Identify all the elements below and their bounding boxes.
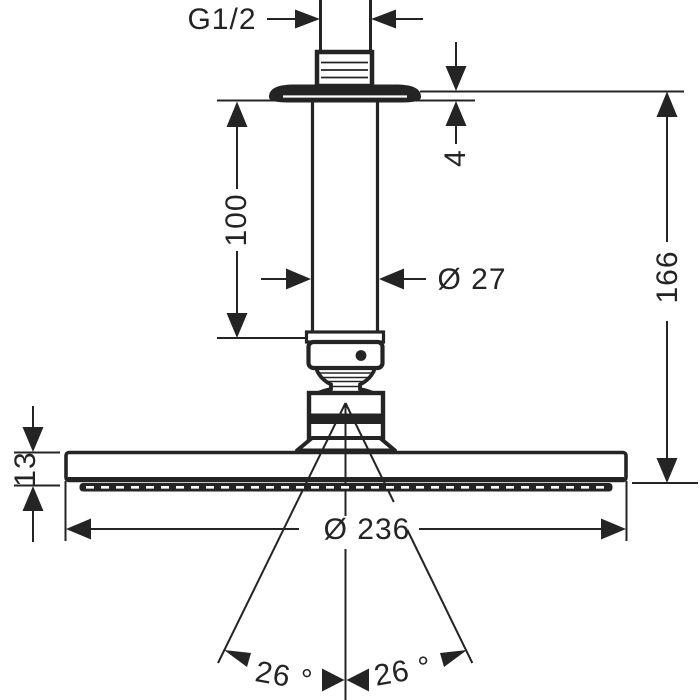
dimension-arm-length: [217, 101, 306, 339]
set-screw-dot: [355, 350, 367, 361]
thread-size-label: G1/2: [187, 3, 257, 36]
spray-cone-lines: [217, 402, 474, 700]
angle-arrow-left: [224, 650, 251, 667]
head-diameter-label: Ø 236: [323, 513, 411, 546]
dimension-head-thickness: [14, 406, 60, 542]
pivot-block: [306, 339, 385, 371]
dimension-head-diameter: [64, 481, 628, 541]
ceiling-flange: [269, 84, 421, 103]
shower-arm-pipe: [310, 97, 380, 339]
flange-offset-label: 4: [439, 149, 472, 167]
spray-face: [79, 483, 613, 492]
dimension-total-height: [632, 91, 698, 484]
angle-arrow-center-left: [322, 668, 345, 692]
total-height-label: 166: [651, 250, 684, 304]
thread-adapter: [314, 49, 375, 89]
angle-arrow-center-right: [346, 668, 369, 692]
dimension-pipe-diameter: [261, 268, 426, 290]
dimension-thread: [267, 9, 423, 29]
pipe-diameter-label: Ø 27: [437, 263, 507, 296]
dimension-flange-offset: [445, 42, 467, 144]
arm-length-label: 100: [220, 193, 253, 247]
supply-pipe: [319, 0, 372, 53]
head-thickness-label: 13: [9, 451, 42, 487]
angle-arrow-right: [440, 650, 467, 667]
